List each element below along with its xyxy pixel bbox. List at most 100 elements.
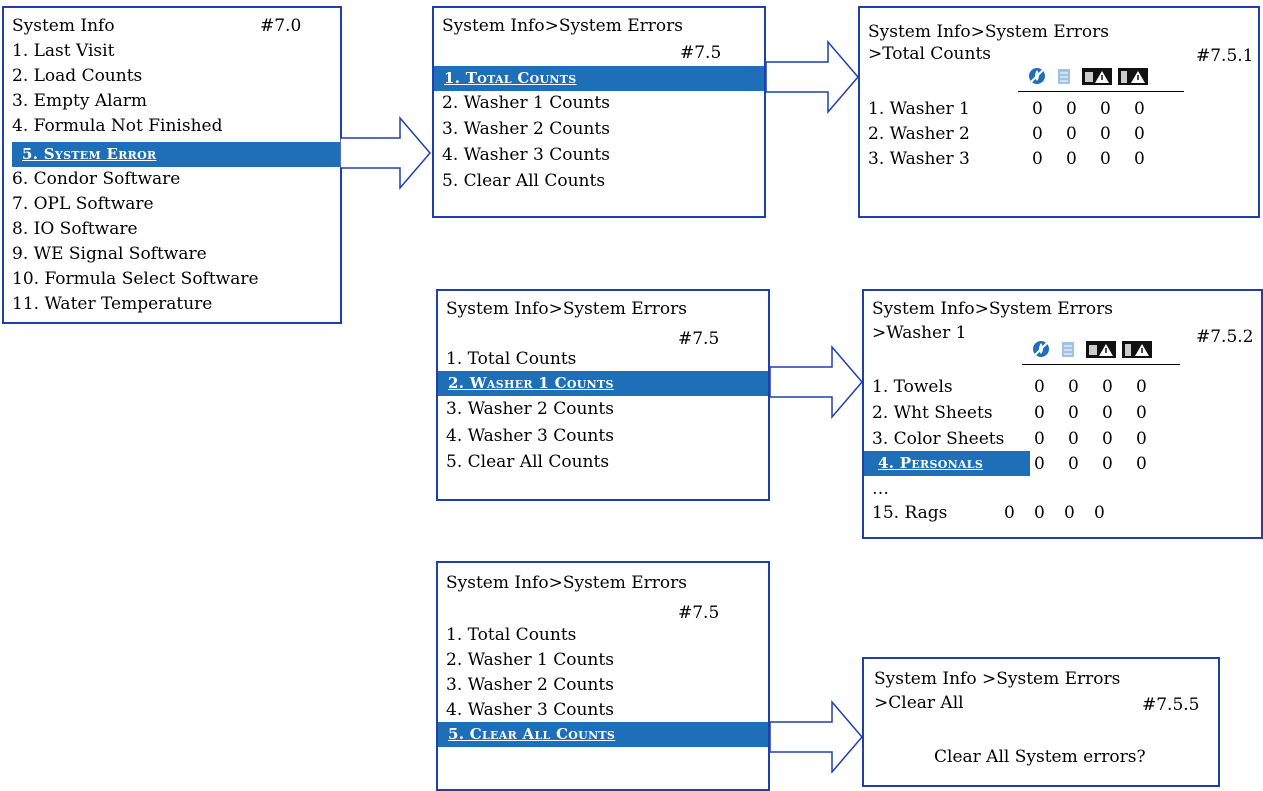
no-water-icon: [1026, 66, 1048, 86]
menu-item-washer-1-counts[interactable]: 2. Washer 1 Counts: [442, 93, 610, 113]
count-value: 0: [1068, 403, 1079, 423]
screen-title: System Info>System Errors: [872, 299, 1113, 319]
count-value: 0: [1066, 99, 1077, 119]
screen-code: #7.5.2: [1196, 327, 1254, 347]
screen-clear-all: System Info >System Errors >Clear All #7…: [862, 657, 1220, 787]
menu-item-total-counts[interactable]: 1. Total Counts: [446, 349, 577, 369]
ellipsis: …: [872, 479, 889, 499]
count-value: 0: [1100, 149, 1111, 169]
menu-item-formula-select-software[interactable]: 10. Formula Select Software: [12, 269, 259, 289]
screen-code: #7.0: [260, 16, 302, 36]
menu-item-clear-all-counts[interactable]: 5. Clear All Counts: [446, 452, 610, 472]
row-label: 3. Color Sheets: [872, 429, 1005, 449]
count-value: 0: [1136, 377, 1147, 397]
screen-subtitle: >Total Counts: [868, 44, 992, 64]
menu-item-washer-2-counts[interactable]: 3. Washer 2 Counts: [446, 399, 614, 419]
menu-item-we-signal-software[interactable]: 9. WE Signal Software: [12, 244, 207, 264]
count-value: 0: [1004, 503, 1015, 523]
menu-item-formula-not-finished[interactable]: 4. Formula Not Finished: [12, 116, 223, 136]
detergent-icon: [1058, 339, 1080, 359]
column-icons: [1026, 66, 1148, 86]
selected-row[interactable]: 2. Washer 1 Counts: [438, 371, 768, 396]
menu-item-washer-1-counts[interactable]: 2. Washer 1 Counts: [446, 650, 614, 670]
screen-system-errors-clear: System Info>System Errors #7.5 1. Total …: [436, 561, 770, 791]
screen-title: System Info>System Errors: [868, 22, 1109, 42]
screen-code: #7.5.5: [1142, 695, 1200, 715]
row-label: 2. Wht Sheets: [872, 403, 993, 423]
menu-item-washer-3-counts[interactable]: 4. Washer 3 Counts: [446, 426, 614, 446]
screen-code: #7.5: [678, 603, 720, 623]
count-value: 0: [1102, 377, 1113, 397]
count-value: 0: [1034, 377, 1045, 397]
count-value: 0: [1102, 429, 1113, 449]
flow-arrow: [766, 40, 859, 114]
menu-item-washer-2-counts[interactable]: 3. Washer 2 Counts: [442, 119, 610, 139]
count-value: 0: [1136, 454, 1147, 474]
screen-code: #7.5: [678, 329, 720, 349]
menu-item-total-counts[interactable]: 1. Total Counts: [446, 625, 577, 645]
selected-row[interactable]: 1. Total Counts: [434, 66, 764, 91]
screen-title: System Info>System Errors: [446, 299, 687, 319]
row-label: 3. Washer 3: [868, 149, 970, 169]
screen-code: #7.5.1: [1196, 46, 1254, 66]
menu-item-empty-alarm[interactable]: 3. Empty Alarm: [12, 91, 147, 111]
screen-system-errors-washer1: System Info>System Errors #7.5 1. Total …: [436, 289, 770, 501]
row-label: 15. Rags: [872, 503, 948, 523]
screen-subtitle: >Washer 1: [872, 323, 967, 343]
header-rule: [1022, 364, 1180, 365]
detergent-icon: [1054, 66, 1076, 86]
menu-item-clear-all-counts[interactable]: 5. Clear All Counts: [448, 725, 616, 743]
menu-item-water-temperature[interactable]: 11. Water Temperature: [12, 294, 213, 314]
screen-subtitle: >Clear All: [874, 693, 964, 713]
menu-title: System Info: [12, 16, 115, 36]
menu-item-io-software[interactable]: 8. IO Software: [12, 219, 138, 239]
washer-alarm-icon: [1086, 339, 1116, 359]
washer-alarm-icon: [1082, 66, 1112, 86]
count-value: 0: [1066, 149, 1077, 169]
count-value: 0: [1066, 124, 1077, 144]
screen-system-errors-total: System Info>System Errors #7.5 1. Total …: [432, 6, 766, 218]
flow-arrow: [340, 116, 431, 190]
chemical-alarm-icon: [1122, 339, 1152, 359]
count-value: 0: [1134, 99, 1145, 119]
count-value: 0: [1032, 149, 1043, 169]
menu-item-condor-software[interactable]: 6. Condor Software: [12, 169, 181, 189]
count-value: 0: [1064, 503, 1075, 523]
row-label: 2. Washer 2: [868, 124, 970, 144]
selected-row[interactable]: 5. Clear All Counts: [438, 722, 768, 747]
count-value: 0: [1100, 99, 1111, 119]
menu-item-load-counts[interactable]: 2. Load Counts: [12, 66, 143, 86]
row-label: 1. Washer 1: [868, 99, 970, 119]
count-value: 0: [1136, 403, 1147, 423]
count-value: 0: [1068, 377, 1079, 397]
screen-total-counts: System Info>System Errors >Total Counts …: [858, 6, 1260, 218]
count-value: 0: [1032, 99, 1043, 119]
count-value: 0: [1034, 454, 1045, 474]
count-value: 0: [1068, 429, 1079, 449]
screen-code: #7.5: [680, 43, 722, 63]
screen-washer1-counts: System Info>System Errors >Washer 1 #7.5…: [862, 289, 1263, 539]
column-icons: [1030, 339, 1152, 359]
screen-title: System Info >System Errors: [874, 669, 1121, 689]
menu-item-total-counts[interactable]: 1. Total Counts: [444, 69, 577, 87]
menu-item-washer-1-counts[interactable]: 2. Washer 1 Counts: [448, 374, 614, 392]
menu-item-personals[interactable]: 4. Personals: [878, 454, 984, 472]
selected-row[interactable]: 4. Personals: [864, 451, 1030, 476]
count-value: 0: [1134, 124, 1145, 144]
menu-item-last-visit[interactable]: 1. Last Visit: [12, 41, 115, 61]
count-value: 0: [1100, 124, 1111, 144]
menu-item-washer-3-counts[interactable]: 4. Washer 3 Counts: [442, 145, 610, 165]
no-water-icon: [1030, 339, 1052, 359]
screen-title: System Info>System Errors: [446, 573, 687, 593]
menu-item-system-error[interactable]: 5. System Error: [22, 145, 157, 163]
count-value: 0: [1032, 124, 1043, 144]
selected-row[interactable]: 5. System Error: [12, 142, 340, 167]
menu-item-opl-software[interactable]: 7. OPL Software: [12, 194, 154, 214]
flow-arrow: [770, 700, 863, 773]
menu-item-washer-3-counts[interactable]: 4. Washer 3 Counts: [446, 700, 614, 720]
menu-item-washer-2-counts[interactable]: 3. Washer 2 Counts: [446, 675, 614, 695]
count-value: 0: [1134, 149, 1145, 169]
count-value: 0: [1102, 403, 1113, 423]
menu-item-clear-all-counts[interactable]: 5. Clear All Counts: [442, 171, 606, 191]
count-value: 0: [1102, 454, 1113, 474]
